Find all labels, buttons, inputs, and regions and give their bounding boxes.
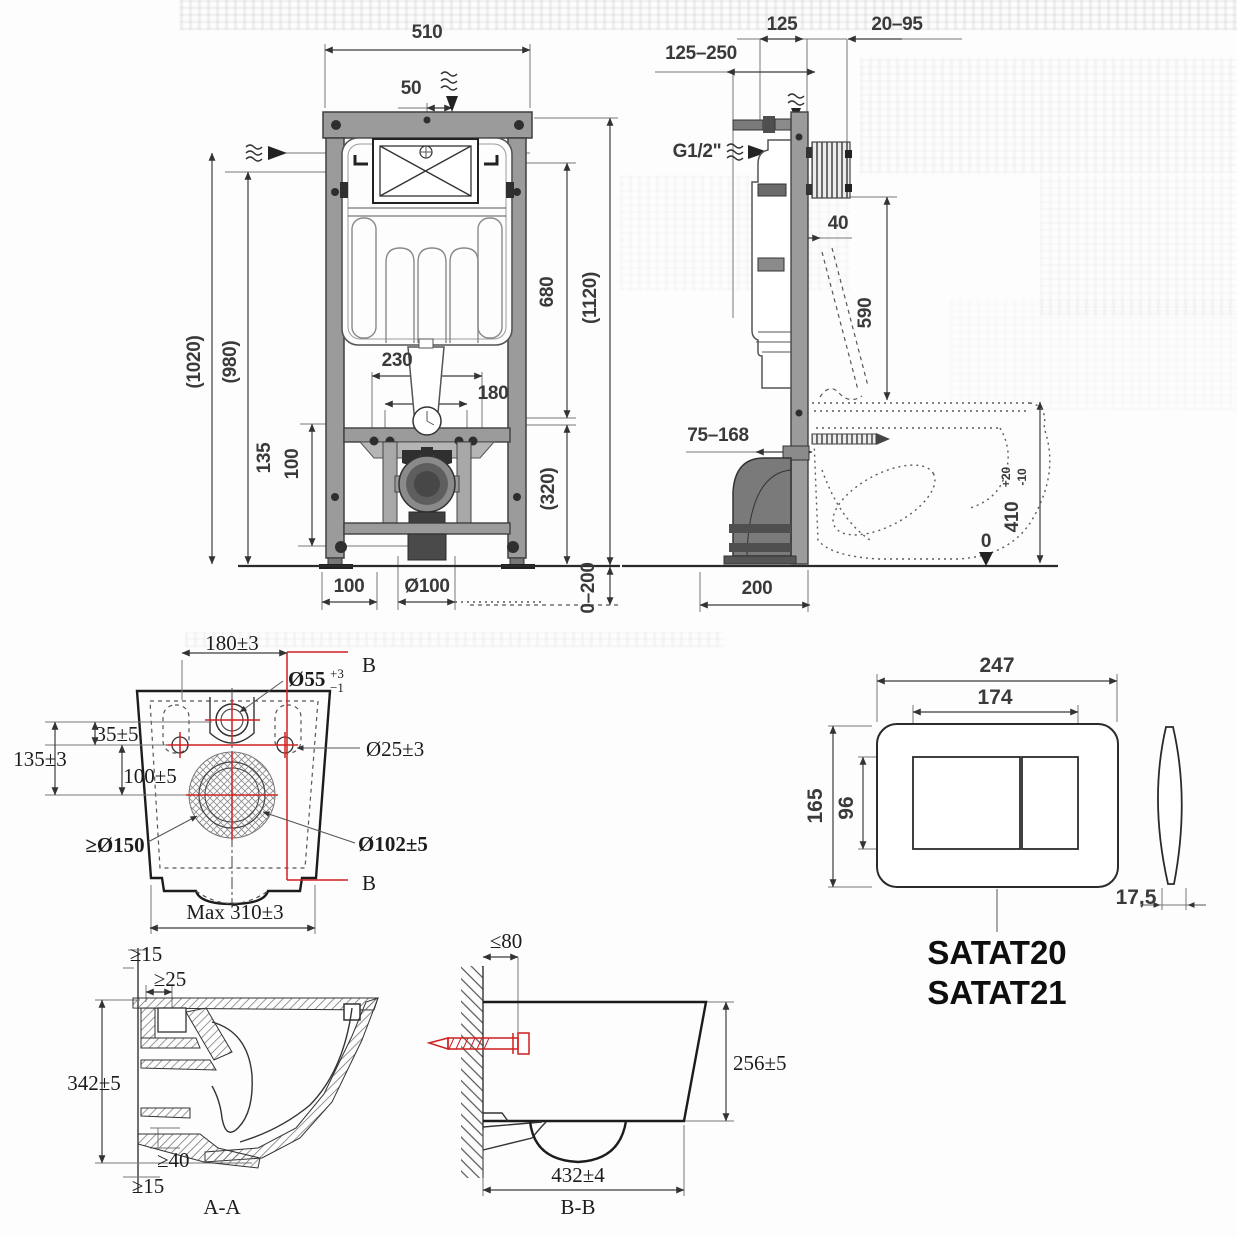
dim-50: 50 <box>401 78 422 99</box>
water-supply-pipe <box>732 93 805 133</box>
wall-hatch <box>461 966 483 1178</box>
dim-o102-5: Ø102±5 <box>358 832 428 856</box>
dim-320: (320) <box>538 468 559 511</box>
outlet-connector <box>782 445 810 461</box>
dim-410: 410 <box>1002 502 1023 533</box>
dim-174: 174 <box>977 686 1012 709</box>
dim-le80: ≤80 <box>490 929 523 953</box>
dim-1120: (1120) <box>580 272 601 324</box>
dim-410-tol-minus: -10 <box>1015 468 1029 486</box>
dim-680: 680 <box>537 277 558 308</box>
inlet-arrow-g12 <box>726 143 768 161</box>
water-inlet-symbol-top <box>440 71 458 112</box>
flush-button-large <box>912 756 1021 850</box>
dim-342-5: 342±5 <box>67 1071 121 1095</box>
dim-0-200: 0–200 <box>578 562 599 613</box>
fixing-screw <box>426 1032 530 1055</box>
flush-access-window <box>353 138 499 204</box>
dim-200: 200 <box>742 578 773 599</box>
dim-135: 135 <box>254 442 275 474</box>
threaded-rod <box>811 433 877 445</box>
dim-125: 125 <box>767 14 799 35</box>
section-b-mark-bottom: B <box>362 871 376 895</box>
dim-foot-100: 100 <box>334 576 365 597</box>
section-aa-drawing: ≥15 ≥25 342±5 ≥40 ≥15 A-A <box>67 942 379 1219</box>
dim-ge40: ≥40 <box>157 1148 190 1172</box>
frame-top-bar <box>322 111 533 139</box>
flush-plate-side-profile <box>1157 726 1183 885</box>
dim-ge15-bottom: ≥15 <box>132 1174 165 1198</box>
section-aa-label: A-A <box>203 1195 241 1219</box>
dim-min-o150: ≥Ø150 <box>85 833 144 857</box>
dim-256-5: 256±5 <box>733 1051 787 1075</box>
dim-96: 96 <box>835 796 858 819</box>
dim-980: (980) <box>220 341 241 384</box>
dim-180: 180 <box>478 383 509 404</box>
label-zero: 0 <box>981 531 991 552</box>
dim-1020: (1020) <box>184 335 205 388</box>
dim-230: 230 <box>382 350 413 371</box>
flush-plate-drawing: 247 174 165 96 17,5 SATAT20 SATAT21 <box>804 654 1206 1011</box>
dim-135-3: 135±3 <box>13 747 67 771</box>
mounting-block <box>806 141 852 199</box>
dim-180-3: 180±3 <box>205 631 259 655</box>
frame-lower-bar <box>343 522 511 535</box>
bowl-top-view-drawing: 180±3 Ø55 +3 −1 35±5 135±3 100±5 Ø25±3 ≥… <box>13 631 428 934</box>
water-inlet-symbol-left <box>245 144 287 162</box>
dim-75-168: 75–168 <box>687 425 749 446</box>
dim-125-250: 125–250 <box>665 43 737 64</box>
dim-ge15-top: ≥15 <box>130 942 163 966</box>
dim-247: 247 <box>979 654 1014 677</box>
dim-o55: Ø55 <box>288 667 325 691</box>
dim-max-310: Max 310±3 <box>186 900 283 924</box>
dim-o25-3: Ø25±3 <box>366 737 424 761</box>
dim-100-5: 100±5 <box>123 764 177 788</box>
dim-35-5: 35±5 <box>95 722 138 746</box>
dim-20-95: 20–95 <box>871 14 923 35</box>
dim-590: 590 <box>855 298 876 329</box>
section-bb-label: B-B <box>560 1195 595 1219</box>
model-satat21: SATAT21 <box>927 974 1066 1011</box>
cistern-side-profile <box>751 139 792 389</box>
side-view-frame-drawing: 125–250 125 20–95 G1/2" 40 590 75–168 41… <box>622 14 1058 612</box>
zero-datum-arrow <box>979 552 993 566</box>
dim-40: 40 <box>828 213 849 234</box>
dim-100v: 100 <box>282 449 303 480</box>
flush-button-small <box>1021 756 1079 850</box>
dim-410-tol-plus: +20 <box>999 466 1013 487</box>
label-g12-inlet: G1/2" <box>673 141 722 162</box>
dim-drain-dia: Ø100 <box>404 576 449 597</box>
dim-510: 510 <box>412 22 443 43</box>
front-view-frame-drawing: 510 50 (1020) (980) 680 (1120) 230 180 1… <box>184 22 620 614</box>
mounting-crossbar <box>343 406 511 525</box>
drain-elbow-front <box>394 455 460 527</box>
dim-ge25: ≥25 <box>154 967 187 991</box>
frame-rail-side <box>790 111 809 565</box>
section-b-mark-top: B <box>362 653 376 677</box>
section-bb-drawing: ≤80 256±5 432±4 B-B <box>426 929 787 1219</box>
model-satat20: SATAT20 <box>927 934 1066 971</box>
dim-165: 165 <box>804 788 827 823</box>
drain-pipe-stub <box>407 533 447 561</box>
dim-17-5: 17,5 <box>1116 886 1157 909</box>
dim-o55-tol-minus: −1 <box>330 680 344 695</box>
drain-elbow-side <box>723 457 797 565</box>
toilet-bowl-dashed-outline <box>812 247 1051 560</box>
dim-432-4: 432±4 <box>551 1163 605 1187</box>
dim-o55-tol-plus: +3 <box>330 666 344 681</box>
